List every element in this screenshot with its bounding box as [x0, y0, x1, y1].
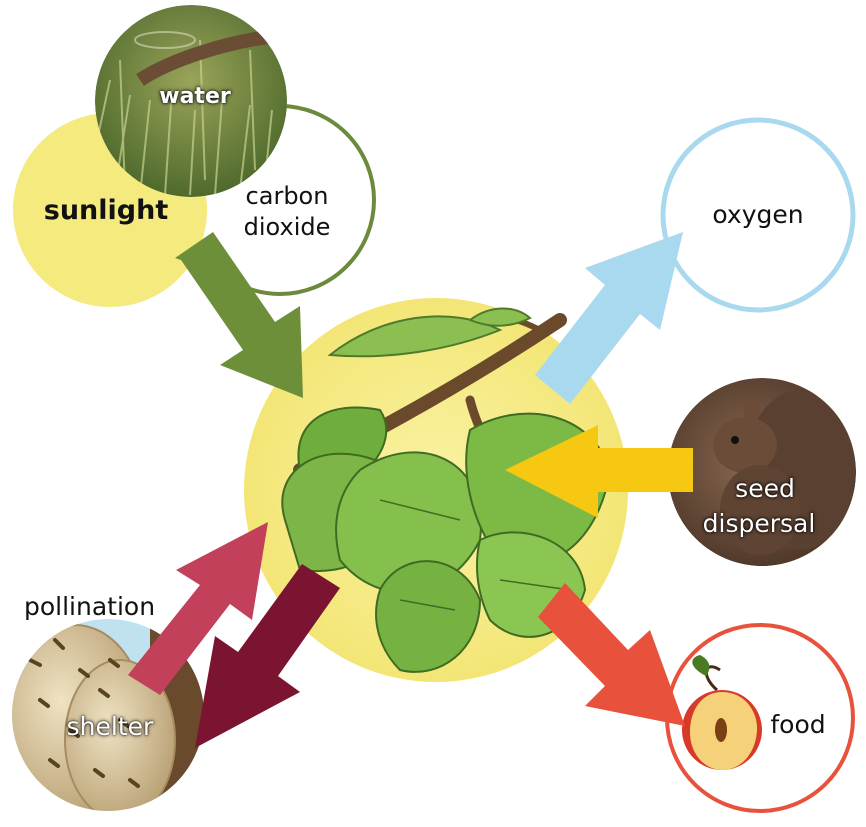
seed-dispersal-label-line2: dispersal: [684, 509, 834, 538]
water-label: water: [150, 84, 240, 109]
seed-dispersal-label-line1: seed: [720, 474, 810, 503]
pollination-label: pollination: [24, 592, 198, 621]
shelter-label: shelter: [52, 712, 168, 741]
sunlight-label: sunlight: [36, 195, 176, 226]
food-outflow-arrow: [538, 583, 685, 726]
oxygen-label: oxygen: [698, 200, 818, 229]
food-label: food: [758, 710, 838, 739]
carbon-dioxide-label-line1: carbon: [232, 182, 342, 210]
carbon-dioxide-label-line2: dioxide: [228, 213, 346, 241]
